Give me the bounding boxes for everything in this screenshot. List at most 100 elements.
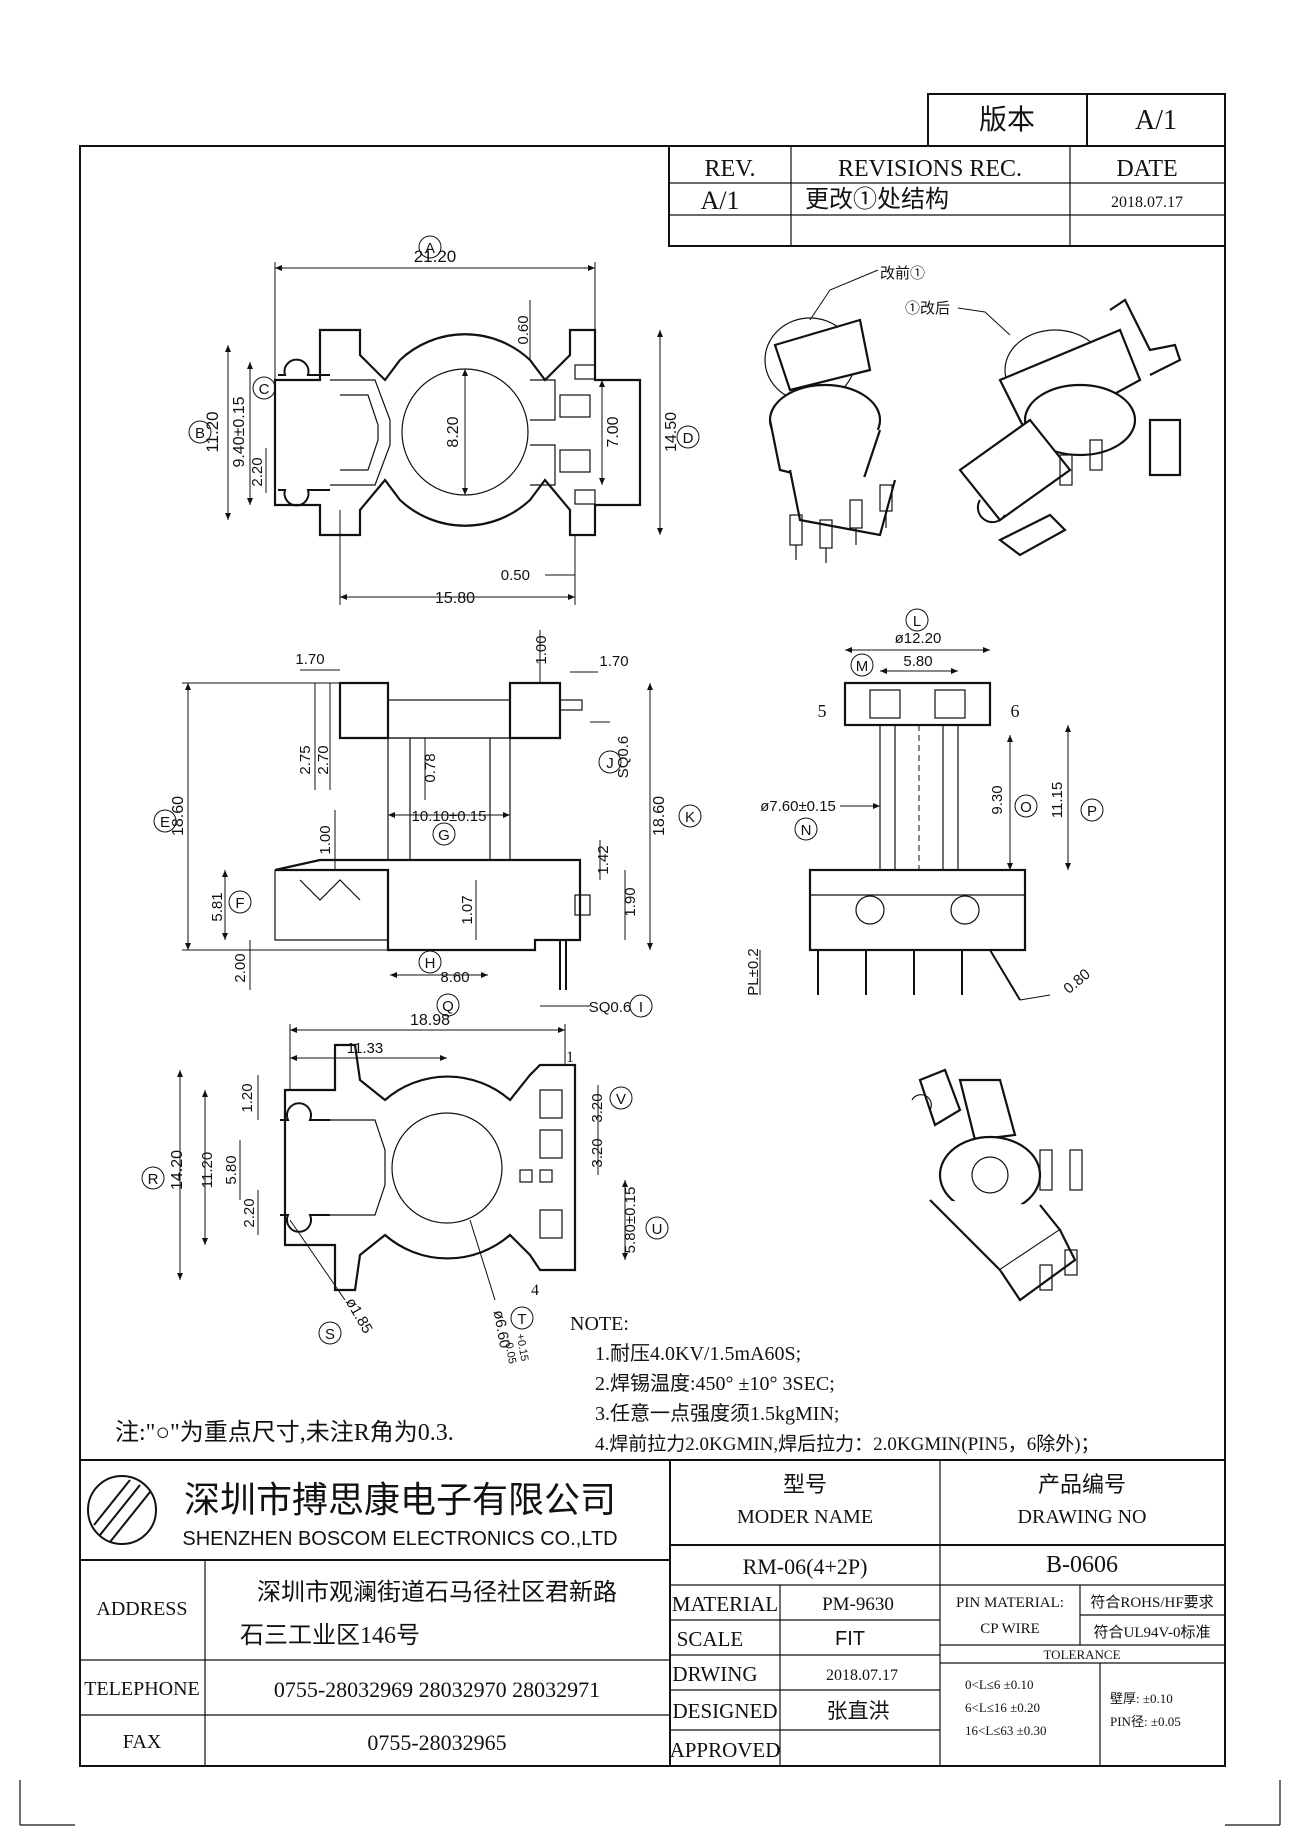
model-value: RM-06(4+2P)	[743, 1554, 868, 1579]
pin-diameter-tolerance: PIN径: ±0.05	[1110, 1714, 1181, 1729]
tolerance-row-3: 16<L≤63 ±0.30	[965, 1723, 1047, 1738]
dim-t-value: ø6.60	[490, 1309, 513, 1350]
drawing-value: B-0606	[1046, 1552, 1118, 1578]
scale-value: FIT	[835, 1628, 865, 1650]
dim-n-value: ø7.60±0.15	[760, 798, 836, 815]
note-1: 1.耐压4.0KV/1.5mA60S;	[595, 1342, 801, 1365]
dim-f-value: 5.81	[209, 892, 226, 921]
iso-view-bottom	[911, 1068, 1083, 1302]
designed-label: DESIGNED	[673, 1699, 778, 1723]
dim-c2-value: 2.20	[249, 457, 266, 486]
dim-r-value: 14.20	[169, 1150, 186, 1190]
dim-i-label: I	[639, 999, 643, 1016]
material-label: MATERIAL	[672, 1592, 778, 1616]
dim-200-value: 2.00	[232, 953, 249, 982]
scale-label: SCALE	[677, 1627, 744, 1651]
bottom-view: 18.98 Q 11.33 14.20 R 11.20 1.20 5.80 2.…	[141, 993, 669, 1365]
dim-m-value: 5.80	[903, 653, 932, 670]
dim-c-value: 9.40±0.15	[231, 396, 248, 467]
iso-before-label: 改前①	[880, 265, 925, 282]
dim-i-value: SQ0.6	[589, 999, 632, 1016]
dim-q-label: Q	[442, 998, 454, 1015]
dim-k-label: K	[685, 809, 695, 826]
dim-g-value: 10.10±0.15	[412, 808, 487, 825]
dim-u-label: U	[652, 1221, 663, 1238]
dim-a-label: A	[425, 240, 435, 257]
company-name-en: SHENZHEN BOSCOM ELECTRONICS CO.,LTD	[182, 1528, 617, 1550]
dim-h-label: H	[425, 955, 436, 972]
iso-after-label: ①改后	[905, 300, 950, 317]
version-value: A/1	[1135, 105, 1177, 136]
pin-material-label: PIN MATERIAL:	[956, 1595, 1064, 1611]
rev-row-rec: 更改①处结构	[805, 186, 949, 213]
designed-value: 张直洪	[827, 1699, 890, 1723]
dim-580-value: 5.80	[223, 1155, 240, 1184]
dim-l-value: ø12.20	[895, 630, 942, 647]
dim-e-value: 18.60	[170, 796, 187, 836]
side-view: 18.60 E 18.60 K 1.70 1.00 1.70 2.75 2.70…	[153, 630, 702, 1018]
ul-compliance: 符合UL94V-0标准	[1094, 1624, 1211, 1641]
dim-080-value: 0.80	[1060, 966, 1093, 998]
iso-view-before: 改前①	[764, 265, 925, 563]
telephone-label: TELEPHONE	[84, 1678, 200, 1700]
dim-100b-value: 1.00	[317, 825, 334, 854]
tolerance-label: TOLERANCE	[1043, 1647, 1120, 1662]
front-view: ø12.20 L 5.80 M 5 6 ø7.60±0.15 N 9.30 O …	[745, 608, 1104, 1001]
rev-row-date: 2018.07.17	[1111, 194, 1183, 211]
dim-o-value: 9.30	[989, 785, 1006, 814]
note-4: 4.焊前拉力2.0KGMIN,焊后拉力：2.0KGMIN(PIN5，6除外)；	[595, 1433, 1100, 1455]
notes: NOTE: 1.耐压4.0KV/1.5mA60S; 2.焊锡温度:450° ±1…	[115, 1313, 1100, 1455]
dim-f-label: F	[235, 895, 244, 912]
dim-r-label: R	[148, 1171, 159, 1188]
dim-100-value: 1.00	[533, 635, 550, 664]
company-name-cn: 深圳市搏思康电子有限公司	[184, 1480, 616, 1520]
dim-b-label: B	[195, 425, 205, 442]
pin1-label: 1	[566, 1049, 574, 1066]
material-value: PM-9630	[822, 1594, 894, 1615]
dim-170b-value: 1.70	[599, 653, 628, 670]
dim-g-label: G	[438, 827, 450, 844]
tolerance-row-1: 0<L≤6 ±0.10	[965, 1677, 1034, 1692]
dim-k-value: 18.60	[651, 796, 668, 836]
wall-thickness-tolerance: 壁厚: ±0.10	[1110, 1691, 1173, 1706]
dim-1120-value: 11.20	[199, 1152, 216, 1188]
fax-label: FAX	[123, 1731, 162, 1753]
revisions-rec-header: REVISIONS REC.	[838, 156, 1022, 182]
rev-row-rev: A/1	[701, 186, 740, 215]
dim-h-value: 8.60	[440, 969, 469, 986]
dim-050-value: 0.50	[501, 567, 530, 584]
date-header: DATE	[1116, 156, 1177, 182]
dim-e-label: E	[160, 814, 170, 831]
dim-320a-value: 3.20	[589, 1093, 606, 1122]
drawing-label-en: DRAWING NO	[1018, 1506, 1147, 1528]
drwing-value: 2018.07.17	[826, 1667, 898, 1684]
dim-220-value: 2.20	[241, 1198, 258, 1227]
dim-j-label: J	[606, 755, 614, 772]
dim-1580-value: 15.80	[435, 590, 475, 607]
dim-n-label: N	[801, 822, 812, 839]
note-3: 3.任意一点强度须1.5kgMIN;	[595, 1402, 839, 1425]
dim-270-value: 2.70	[315, 745, 332, 774]
dim-s-value: ø1.85	[342, 1295, 376, 1337]
dim-t-tol-bot: -0.05	[502, 1338, 518, 1365]
model-label-cn: 型号	[783, 1472, 827, 1497]
dim-p-label: P	[1087, 803, 1097, 820]
dim-j-value: SQ0.6	[615, 736, 632, 779]
dim-b-value: 11.20	[203, 411, 222, 452]
dim-107-value: 1.07	[459, 895, 476, 924]
dim-m-label: M	[856, 658, 869, 675]
tolerance-row-2: 6<L≤16 ±0.20	[965, 1700, 1040, 1715]
dim-p-value: 11.15	[1049, 782, 1066, 818]
drwing-label: DRWING	[672, 1662, 757, 1686]
model-label-en: MODER NAME	[737, 1506, 873, 1528]
note-2: 2.焊锡温度:450° ±10° 3SEC;	[595, 1372, 835, 1395]
key-dimension-note: 注:"○"为重点尺寸,未注R角为0.3.	[115, 1419, 454, 1446]
sheet-frame	[19, 145, 1281, 1826]
dim-1133-value: 11.33	[347, 1040, 383, 1057]
version-box: 版本 A/1	[927, 93, 1226, 147]
dim-t-label: T	[517, 1311, 526, 1328]
dim-078-value: 0.78	[422, 753, 439, 782]
iso-view-after: ①改后	[905, 298, 1182, 557]
top-view: 21.20 A 11.20 B 9.40±0.15 C 2.20 8.20 7.…	[188, 235, 700, 607]
